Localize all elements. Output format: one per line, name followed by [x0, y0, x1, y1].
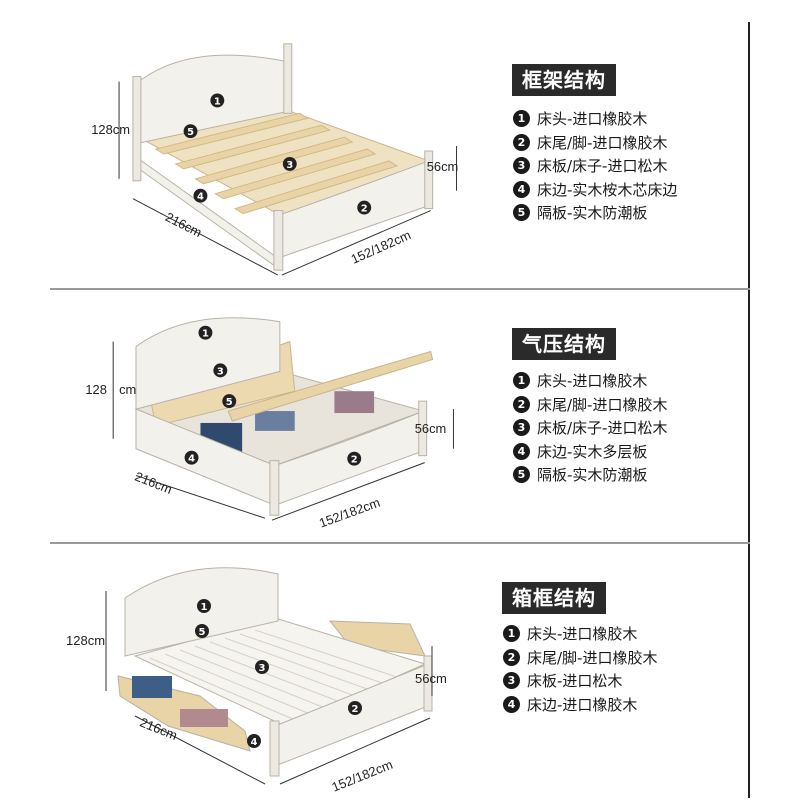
- svg-text:5: 5: [199, 627, 206, 638]
- section-title: 箱框结构: [502, 582, 606, 614]
- marker-2: 2: [348, 701, 362, 715]
- section-title: 气压结构: [512, 328, 616, 360]
- marker-5: 5: [222, 394, 237, 408]
- foot-post-left: [269, 460, 280, 516]
- marker-4: 4: [193, 188, 208, 203]
- marker-1: 1: [198, 325, 213, 340]
- side-dim-label: 56cm: [427, 159, 459, 174]
- side-dim-label: 56cm: [415, 421, 446, 436]
- marker-5: 5: [195, 624, 209, 638]
- height-unit-label: cm: [119, 382, 136, 397]
- headboard: [135, 317, 281, 410]
- storage-item: [180, 709, 228, 727]
- marker-5: 5: [183, 124, 198, 138]
- length-dim-label: 216cm: [163, 209, 204, 240]
- marker-4: 4: [247, 734, 261, 748]
- gas-lift-structure-section: 1 3 5 4 2 128 cm 56cm 216cm 152/182cm 气压…: [50, 292, 750, 544]
- marker-1: 1: [197, 599, 211, 613]
- height-dim-label: 128cm: [66, 633, 105, 648]
- marker-3: 3: [282, 156, 297, 171]
- right-border-line: [748, 22, 750, 798]
- height-dim-label: 128: [85, 382, 106, 397]
- headboard-post-right: [283, 43, 293, 114]
- storage-item: [255, 411, 295, 431]
- svg-text:3: 3: [259, 663, 266, 674]
- marker-2: 2: [357, 200, 372, 215]
- svg-text:4: 4: [188, 454, 195, 465]
- svg-text:3: 3: [286, 160, 293, 171]
- svg-text:4: 4: [197, 192, 204, 203]
- width-dim-label: 152/182cm: [349, 227, 413, 267]
- frame-bed-illustration: 1 5 3 4 2 128cm 56cm 216cm 152/182cm: [50, 22, 470, 288]
- headboard-post-left: [132, 76, 142, 182]
- svg-text:5: 5: [226, 397, 233, 408]
- height-dim-label: 128cm: [91, 122, 130, 137]
- svg-text:1: 1: [214, 96, 221, 107]
- gas-lift-bed-illustration: 1 3 5 4 2 128 cm 56cm 216cm 152/182cm: [50, 292, 470, 542]
- gas-lift-bed-svg: 1 3 5 4 2 128 cm 56cm 216cm 152/182cm: [85, 317, 454, 531]
- foot-post-right: [424, 150, 434, 210]
- section-title: 框架结构: [512, 64, 616, 96]
- marker-3: 3: [213, 363, 228, 377]
- width-dim-label: 152/182cm: [317, 495, 382, 531]
- svg-text:2: 2: [351, 455, 358, 466]
- bed-slats: [149, 629, 401, 721]
- frame-bed-svg: 1 5 3 4 2 128cm 56cm 216cm 152/182cm: [91, 43, 459, 276]
- side-dim-label: 56cm: [415, 671, 447, 686]
- storage-item: [334, 391, 375, 414]
- foot-post-right: [418, 400, 428, 457]
- svg-text:1: 1: [202, 329, 209, 340]
- storage-item: [132, 676, 172, 698]
- svg-text:1: 1: [201, 602, 208, 613]
- foot-post-left: [273, 210, 284, 271]
- drawer-bed-svg: 1 5 3 2 4 128cm 56cm 216cm 152/182cm: [66, 567, 447, 795]
- marker-2: 2: [347, 451, 362, 466]
- foot-post-left: [269, 720, 280, 777]
- svg-text:2: 2: [352, 704, 359, 715]
- marker-4: 4: [184, 450, 199, 465]
- length-dim-label: 216cm: [133, 469, 174, 497]
- drawer-structure-section: 1 5 3 2 4 128cm 56cm 216cm 152/182cm 箱框结…: [50, 546, 750, 796]
- width-dim-label: 152/182cm: [330, 757, 395, 795]
- svg-text:2: 2: [361, 204, 368, 215]
- marker-3: 3: [255, 660, 269, 674]
- frame-structure-section: 1 5 3 4 2 128cm 56cm 216cm 152/182cm 框架结…: [50, 22, 750, 290]
- svg-text:3: 3: [217, 366, 224, 377]
- svg-text:4: 4: [251, 737, 258, 748]
- svg-text:5: 5: [187, 127, 194, 138]
- drawer-bed-illustration: 1 5 3 2 4 128cm 56cm 216cm 152/182cm: [50, 546, 470, 796]
- bed-slats: [154, 112, 399, 215]
- marker-1: 1: [210, 93, 225, 107]
